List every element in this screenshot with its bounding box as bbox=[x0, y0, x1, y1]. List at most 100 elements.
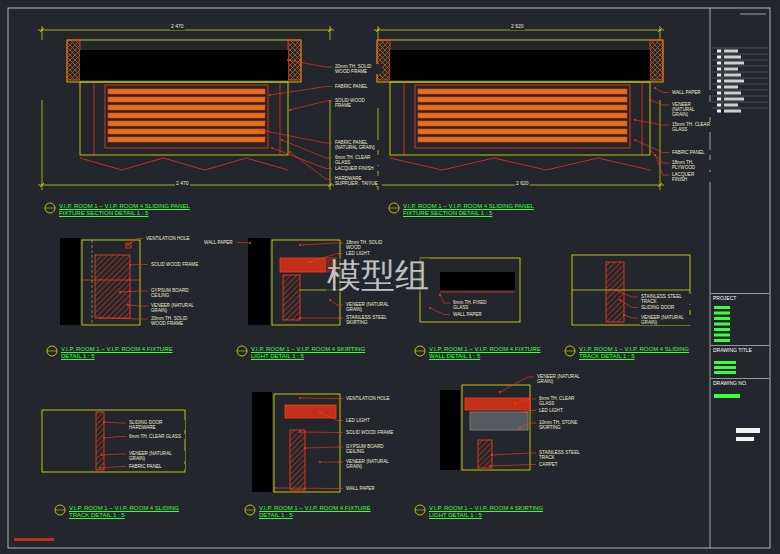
table-row bbox=[712, 78, 768, 79]
leader-dot bbox=[491, 454, 493, 456]
track-hatch bbox=[606, 262, 624, 322]
leader-dot bbox=[269, 94, 271, 96]
table-mark bbox=[724, 62, 744, 65]
callout-note: VENEER (NATURAL GRAIN) bbox=[345, 302, 395, 312]
leader-line bbox=[655, 155, 669, 175]
table-row bbox=[712, 48, 768, 49]
section-heading: DRAWING TITLE bbox=[713, 348, 767, 354]
stone-skirting bbox=[470, 412, 528, 430]
table-row bbox=[712, 60, 768, 61]
leader-dot bbox=[127, 244, 129, 246]
leader-dot bbox=[614, 289, 616, 291]
panel-slat bbox=[108, 129, 265, 134]
detail-bubble-line bbox=[45, 208, 55, 209]
leader-dot bbox=[634, 139, 636, 141]
leader-dot bbox=[319, 461, 321, 463]
panel-slat bbox=[418, 129, 627, 134]
table-col bbox=[722, 48, 723, 108]
detail-bubble-line bbox=[55, 510, 65, 511]
dimension-tick bbox=[376, 28, 380, 32]
table-mark bbox=[724, 86, 738, 89]
leader-dot bbox=[271, 147, 273, 149]
extension-line bbox=[330, 100, 331, 190]
panel-slat bbox=[108, 113, 265, 118]
leader-line bbox=[288, 60, 332, 67]
leader-line bbox=[275, 488, 343, 490]
leader-dot bbox=[623, 314, 625, 316]
leader-line bbox=[515, 399, 536, 404]
panel-slat bbox=[108, 137, 265, 142]
leader-line bbox=[320, 412, 343, 421]
title-block-section: DRAWING NO. bbox=[711, 378, 769, 389]
leader-line bbox=[635, 140, 669, 153]
table-row bbox=[712, 84, 768, 85]
detail-bubble-line bbox=[47, 351, 57, 352]
section-heading: PROJECT bbox=[713, 296, 767, 302]
table-row bbox=[712, 72, 768, 73]
callout-note: VENTILATION HOLE bbox=[145, 236, 195, 241]
table-mark bbox=[717, 86, 721, 89]
extension-line bbox=[330, 26, 331, 40]
glass-fill bbox=[440, 272, 515, 290]
detail-title: V.I.P. ROOM 1 ~ V.I.P. ROOM 4 FIXTURE DE… bbox=[60, 346, 182, 359]
glass-edge bbox=[440, 292, 515, 293]
project-bar bbox=[714, 317, 730, 320]
leader-dot bbox=[304, 447, 306, 449]
callout-note: VENEER (NATURAL GRAIN) bbox=[345, 459, 397, 469]
leader-dot bbox=[429, 307, 431, 309]
leader-dot bbox=[127, 304, 129, 306]
dimension-tick bbox=[40, 28, 44, 32]
corner-mark bbox=[740, 14, 766, 15]
callout-note: STAINLESS STEEL TRACK bbox=[538, 450, 590, 460]
leader-dot bbox=[299, 397, 301, 399]
project-bar bbox=[714, 328, 730, 331]
extension-line bbox=[42, 26, 43, 40]
dimension-tick bbox=[658, 183, 662, 187]
detail-bubble bbox=[565, 346, 575, 356]
section-heading: DRAWING NO. bbox=[713, 381, 767, 387]
leader-line bbox=[290, 101, 332, 110]
skirting-outline bbox=[462, 385, 530, 470]
panel-slat bbox=[418, 121, 627, 126]
table-row bbox=[712, 102, 768, 103]
sheet-border bbox=[8, 8, 770, 548]
callout-note: LACQUER FINISH bbox=[334, 166, 382, 171]
callout-note: VENEER (NATURAL GRAIN) bbox=[536, 374, 590, 384]
callout-note: 20mm TH. SOLID WOOD FRAME bbox=[334, 64, 382, 74]
track-hatch bbox=[478, 440, 492, 468]
callout-note: FABRIC PANEL (NATURAL GRAIN) bbox=[334, 140, 382, 150]
callout-note: 6mm TH. FIXED GLASS bbox=[452, 300, 504, 310]
panel-slat bbox=[108, 105, 265, 110]
leader-line bbox=[102, 454, 126, 455]
panel-frame bbox=[390, 82, 650, 155]
panel-line bbox=[82, 280, 140, 281]
callout-note: 20mm TH. SOLID WOOD FRAME bbox=[150, 316, 200, 326]
post-hatch bbox=[288, 40, 301, 80]
table-mark bbox=[724, 98, 744, 101]
leader-line bbox=[237, 242, 250, 243]
callout-note: 18mm TH. PLYWOOD bbox=[671, 160, 711, 170]
table-mark bbox=[717, 98, 721, 101]
leader-dot bbox=[439, 294, 441, 296]
leader-line bbox=[300, 243, 343, 245]
callout-note: LED LIGHT bbox=[345, 418, 397, 423]
callout-note: VENTILATION HOLE bbox=[345, 396, 397, 401]
leader-dot bbox=[299, 244, 301, 246]
leader-line bbox=[330, 300, 343, 305]
leader-line bbox=[430, 308, 450, 315]
number-bar bbox=[714, 394, 740, 398]
table-mark bbox=[724, 68, 738, 71]
table-row bbox=[712, 108, 768, 109]
header-fill bbox=[390, 50, 650, 80]
title-block-section: PROJECT bbox=[711, 293, 769, 304]
callout-note: SOLID WOOD FRAME bbox=[334, 98, 382, 108]
leader-dot bbox=[634, 119, 636, 121]
panel-slat bbox=[108, 121, 265, 126]
table-mark bbox=[717, 50, 721, 53]
leader-line bbox=[300, 398, 343, 400]
panel-slat bbox=[108, 97, 265, 102]
callout-note: FABRIC PANEL bbox=[671, 150, 711, 155]
section-cut-line bbox=[390, 158, 650, 170]
leader-line bbox=[635, 120, 669, 125]
panel-slat bbox=[418, 105, 627, 110]
